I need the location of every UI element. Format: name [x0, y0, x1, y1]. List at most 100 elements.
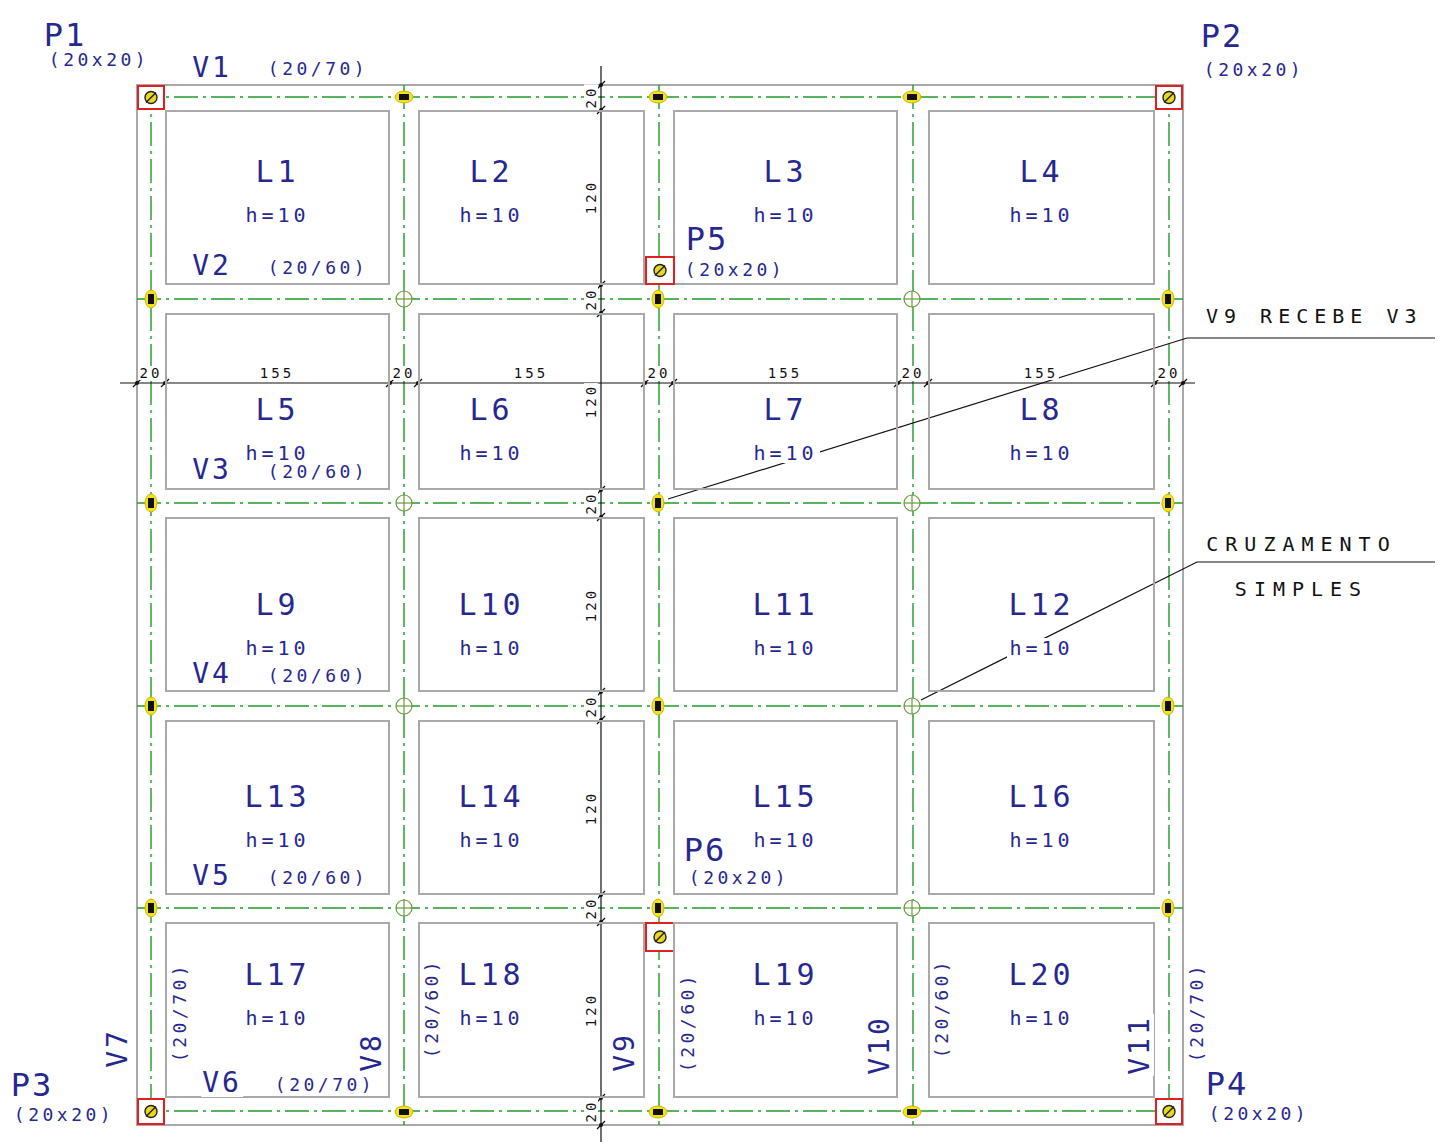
slab-name: L2: [467, 157, 515, 187]
support-core: [655, 903, 661, 913]
support-core: [653, 94, 663, 100]
slab-panel: L3h=10: [673, 110, 898, 285]
pillar-name: P6: [683, 834, 728, 866]
support-oval: [145, 494, 157, 512]
crossing-mark: [911, 900, 912, 916]
beam-support: [1162, 290, 1174, 308]
pillar-fill: [1155, 85, 1183, 110]
beam-support: [652, 290, 664, 308]
support-core: [907, 1109, 917, 1115]
dimension-value: 120: [584, 383, 598, 419]
crossing-mark: [911, 495, 912, 511]
dimension-value: 20: [584, 491, 598, 516]
pillar-section: (20x20): [48, 51, 150, 69]
support-core: [1165, 903, 1171, 913]
beam-support: [145, 494, 157, 512]
crossing-circle: [904, 698, 920, 714]
beam-name: V6: [201, 1069, 243, 1097]
slab-name: L17: [242, 960, 312, 990]
support-oval: [1162, 899, 1174, 917]
crossing-mark: [911, 698, 912, 714]
slab-name: L18: [456, 960, 526, 990]
pillar-square: P3(20x20): [137, 1098, 165, 1125]
dimension-dot: [599, 83, 603, 87]
dimension-value: 20: [584, 85, 598, 110]
simple-crossing: [904, 698, 920, 714]
dimension-dot: [1181, 381, 1185, 385]
callout-note: CRUZAMENTO SIMPLES: [1193, 522, 1410, 612]
pillar-section: (20x20): [684, 261, 786, 279]
slab-thickness: h=10: [457, 205, 525, 225]
support-core: [653, 1109, 663, 1115]
beam-name: V11: [1126, 1014, 1154, 1076]
support-oval: [395, 1106, 413, 1118]
pillar-name: P1: [43, 19, 88, 51]
dimension-tick: [597, 81, 605, 89]
support-core: [1165, 294, 1171, 304]
slab-name: L7: [761, 395, 809, 425]
beam-section: (20/60): [933, 957, 951, 1059]
slab-thickness: h=10: [751, 205, 819, 225]
beam-section: (20/60): [267, 667, 369, 685]
crossing-circle: [396, 698, 412, 714]
beam-support: [1162, 494, 1174, 512]
callout-leaders: [668, 338, 1435, 700]
support-core: [1165, 498, 1171, 508]
slab-thickness: h=10: [751, 830, 819, 850]
support-core: [148, 498, 154, 508]
dimension-value: 20: [139, 366, 164, 380]
beam-outline: [137, 85, 1183, 1125]
slab-thickness: h=10: [243, 443, 311, 463]
dimension-tick: [597, 486, 605, 494]
beam-support: [145, 899, 157, 917]
pillar-symbol: [146, 93, 156, 103]
support-core: [399, 94, 409, 100]
beam-support: [649, 1106, 667, 1118]
slab-thickness: h=10: [751, 638, 819, 658]
dimension-dot: [599, 1123, 603, 1127]
simple-crossing: [396, 900, 412, 916]
pillar-symbol: [1164, 1107, 1174, 1117]
beam-support: [1162, 697, 1174, 715]
slab-thickness: h=10: [457, 1008, 525, 1028]
pillar-symbol: [145, 92, 157, 104]
crossing-circle: [396, 900, 412, 916]
pillar-square: P4(20x20): [1155, 1098, 1183, 1125]
slab-panel: L14h=10: [418, 720, 645, 895]
simple-crossing: [904, 495, 920, 511]
pillar-symbol: [1163, 92, 1175, 104]
slab-panel: L16 h=10: [928, 720, 1155, 895]
beam-name: V10: [866, 1014, 894, 1076]
dimension-value: 20: [647, 366, 672, 380]
crossing-mark: [911, 291, 912, 307]
beam-support: [903, 1106, 921, 1118]
pillar-square: P2(20x20): [1155, 85, 1183, 110]
slab-thickness: h=10: [1007, 830, 1075, 850]
dimension-value: 155: [767, 366, 803, 380]
dimension-value: 120: [584, 587, 598, 623]
support-oval: [652, 697, 664, 715]
support-oval: [903, 1106, 921, 1118]
beam-axis: [403, 85, 404, 1125]
slab-panel: L8h=10: [928, 313, 1155, 490]
slab-thickness: h=10: [457, 830, 525, 850]
crossing-circle: [904, 900, 920, 916]
support-oval: [652, 899, 664, 917]
beam-name: V9: [611, 1031, 639, 1073]
pillar-square: P1(20x20): [137, 85, 165, 110]
pillar-fill: [1155, 1098, 1183, 1125]
slab-thickness: h=10: [1007, 205, 1075, 225]
dimension-value: 120: [584, 179, 598, 215]
leader-line: [668, 338, 1435, 499]
dimension-value: 20: [901, 366, 926, 380]
slab-name: L16: [1006, 782, 1076, 812]
pillar-section: (20x20): [1203, 61, 1305, 79]
support-oval: [1162, 697, 1174, 715]
slab-name: L20: [1006, 960, 1076, 990]
dimension-line: [120, 382, 1195, 383]
beam-section: (20/70): [171, 961, 189, 1063]
beam-axis: [150, 85, 151, 1125]
beam-support: [652, 494, 664, 512]
crossing-mark: [403, 291, 404, 307]
